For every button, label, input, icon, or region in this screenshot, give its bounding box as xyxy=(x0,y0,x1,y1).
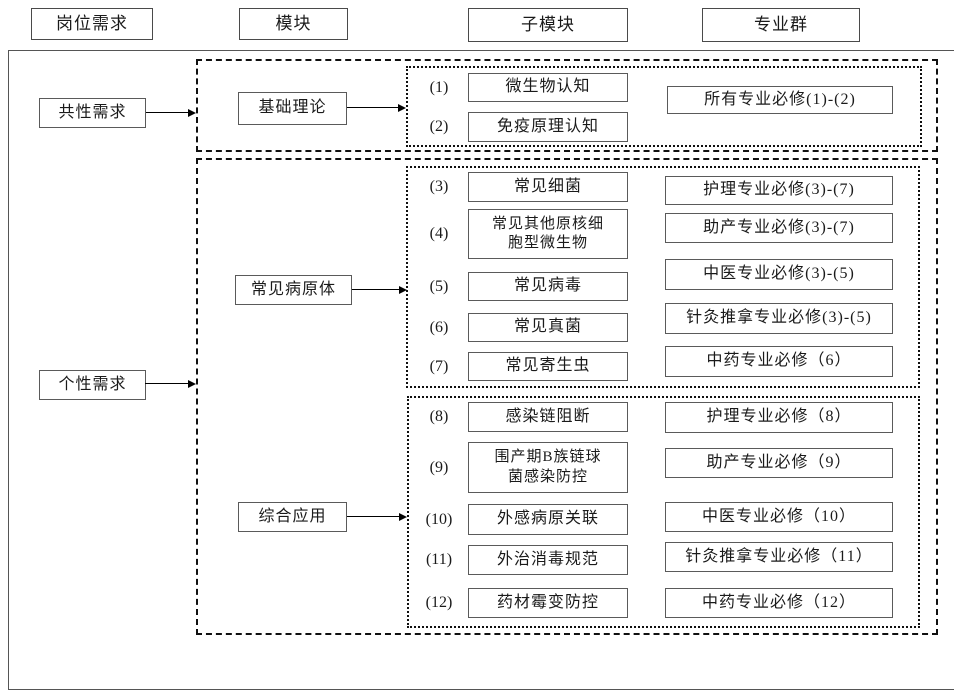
submodule-box-infection-chain-blocking: 感染链阻断 xyxy=(468,402,628,432)
module-box-common-pathogens: 常见病原体 xyxy=(235,275,352,305)
submodule-box-other-prokaryotic-microbes: 常见其他原核细 胞型微生物 xyxy=(468,209,628,259)
group-box-all-majors: 所有专业必修(1)-(2) xyxy=(667,86,893,114)
column-header-job-needs: 岗位需求 xyxy=(31,8,153,40)
group-box-tcm-pharmacy-12: 中药专业必修（12） xyxy=(665,588,893,618)
submodule-number: (2) xyxy=(429,118,449,135)
submodule-box-common-parasites: 常见寄生虫 xyxy=(468,352,628,381)
arrow-pathogens-to-submodules xyxy=(352,285,407,295)
arrow-individual-need-to-section xyxy=(145,379,196,389)
column-header-module: 模块 xyxy=(239,8,348,40)
curriculum-flow-diagram: { "headers": ["岗位需求", "模块", "子模块", "专业群"… xyxy=(0,0,954,645)
arrow-application-to-submodules xyxy=(347,512,407,522)
submodule-box-common-fungi: 常见真菌 xyxy=(468,313,628,342)
submodule-number: (3) xyxy=(429,178,449,195)
submodule-number: (7) xyxy=(429,357,449,375)
common-section-frame xyxy=(196,59,938,152)
group-box-acupuncture-3-5: 针灸推拿专业必修(3)-(5) xyxy=(665,303,893,334)
arrow-basic-theory-to-submodules xyxy=(347,103,406,113)
submodule-number: (8) xyxy=(429,408,449,425)
submodule-box-common-viruses: 常见病毒 xyxy=(468,272,628,301)
arrow-common-need-to-section xyxy=(146,108,196,118)
submodule-box-immunity-principle: 免疫原理认知 xyxy=(468,112,628,142)
group-box-nursing-8: 护理专业必修（8） xyxy=(665,402,893,433)
need-box-individual: 个性需求 xyxy=(39,370,146,400)
submodule-number: (4) xyxy=(429,225,449,242)
submodule-number: (11) xyxy=(425,551,453,568)
submodule-number: (9) xyxy=(429,458,449,476)
submodule-number: (10) xyxy=(425,510,453,528)
group-box-tcm-pharmacy-6: 中药专业必修（6） xyxy=(665,346,893,377)
submodule-box-common-bacteria: 常见细菌 xyxy=(468,172,628,202)
group-box-midwifery-9: 助产专业必修（9） xyxy=(665,448,893,478)
submodule-number: (5) xyxy=(429,277,449,295)
application-submodule-frame xyxy=(407,396,920,628)
submodule-box-external-treatment-disinfection: 外治消毒规范 xyxy=(468,545,628,575)
group-box-tcm-3-5: 中医专业必修(3)-(5) xyxy=(665,259,893,290)
column-header-submodule: 子模块 xyxy=(468,8,628,42)
group-box-tcm-10: 中医专业必修（10） xyxy=(665,502,893,532)
submodule-number: (6) xyxy=(429,318,449,336)
submodule-number: (1) xyxy=(429,78,449,96)
submodule-number: (12) xyxy=(425,594,453,611)
group-box-nursing-3-7: 护理专业必修(3)-(7) xyxy=(665,176,893,205)
column-header-major-group: 专业群 xyxy=(702,8,860,42)
individual-section-frame xyxy=(196,158,938,635)
submodule-box-microbe-cognition: 微生物认知 xyxy=(468,73,628,102)
module-box-basic-theory: 基础理论 xyxy=(238,92,347,125)
submodule-box-herb-mildew-prevention: 药材霉变防控 xyxy=(468,588,628,618)
group-box-acupuncture-11: 针灸推拿专业必修（11） xyxy=(665,542,893,572)
submodule-box-exogenous-pathogen-correlation: 外感病原关联 xyxy=(468,504,628,535)
submodule-box-perinatal-gbs-prevention: 围产期B族链球 菌感染防控 xyxy=(468,442,628,493)
pathogen-submodule-frame xyxy=(406,166,920,388)
module-box-comprehensive-application: 综合应用 xyxy=(238,502,347,532)
need-box-common: 共性需求 xyxy=(39,98,146,128)
group-box-midwifery-3-7: 助产专业必修(3)-(7) xyxy=(665,213,893,243)
common-submodule-frame xyxy=(406,66,922,147)
